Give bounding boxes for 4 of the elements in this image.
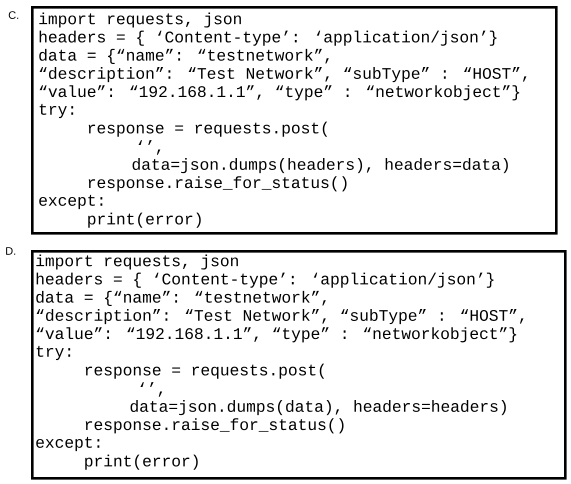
option-letter: C. [8, 11, 18, 19]
code-box: import requests, json headers = { ‘Content-type’: ‘application/json’} data = {“name”: “testnetwork”, “description”: “Test Network”, “subType” : “HOST”, “value”: “192.168.1.1”, “type” : “networkobject”} try: response = requests.post( ‘’, data=json.dumps(data), headers=headers) response.raise_for_status() except: print(error) [31, 250, 567, 480]
code-box: import requests, json headers = { ‘Content-type’: ‘application/json’} data = {“name”: “testnetwork”, “description”: “Test Network”, “subType” : “HOST”, “value”: “192.168.1.1”, “type” : “networkobject”} try: response = requests.post( ‘’, data=json.dumps(headers), headers=data) response.raise_for_status() except: print(error) [31, 6, 558, 235]
option-letter: D. [6, 247, 16, 255]
